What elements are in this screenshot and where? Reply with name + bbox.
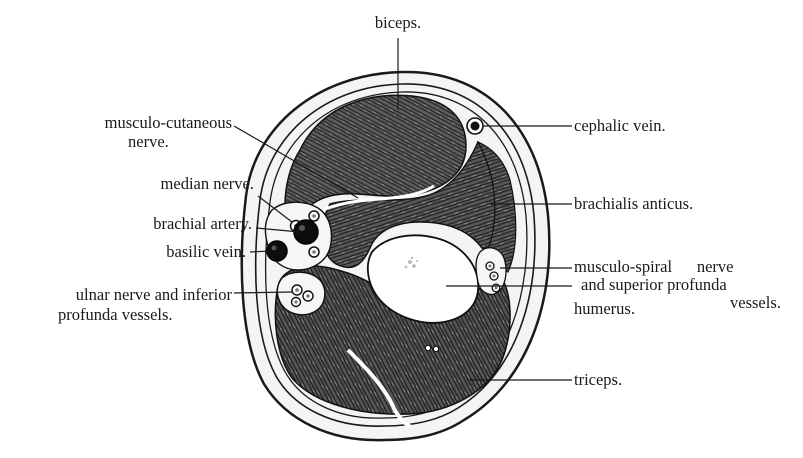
label-triceps: triceps. <box>574 371 622 389</box>
triceps-small-vessel-2 <box>433 346 438 351</box>
label-musculo-cutaneous-line2: nerve. <box>128 133 169 151</box>
label-musculo-spiral-line2: and superior profunda <box>581 276 727 294</box>
label-ulnar-line1: ulnar nerve and inferior <box>2 286 232 304</box>
label-musculo-spiral-line1: musculo-spiral nerve <box>574 258 733 276</box>
label-musculo-cutaneous-line1: musculo-cutaneous <box>20 114 232 132</box>
label-ulnar-line2: profunda vessels. <box>58 306 173 324</box>
label-cephalic-vein: cephalic vein. <box>574 117 666 135</box>
musculo-spiral-pocket <box>476 248 506 295</box>
label-brachial-artery: brachial artery. <box>40 215 252 233</box>
label-biceps: biceps. <box>358 14 438 32</box>
label-humerus: humerus. <box>574 300 635 318</box>
triceps-small-vessel-1 <box>425 345 430 350</box>
label-median-nerve: median nerve. <box>40 175 254 193</box>
label-basilic-vein: basilic vein. <box>40 243 246 261</box>
label-brachialis-anticus: brachialis anticus. <box>574 195 693 213</box>
label-musculo-spiral-line3: vessels. <box>730 294 781 312</box>
